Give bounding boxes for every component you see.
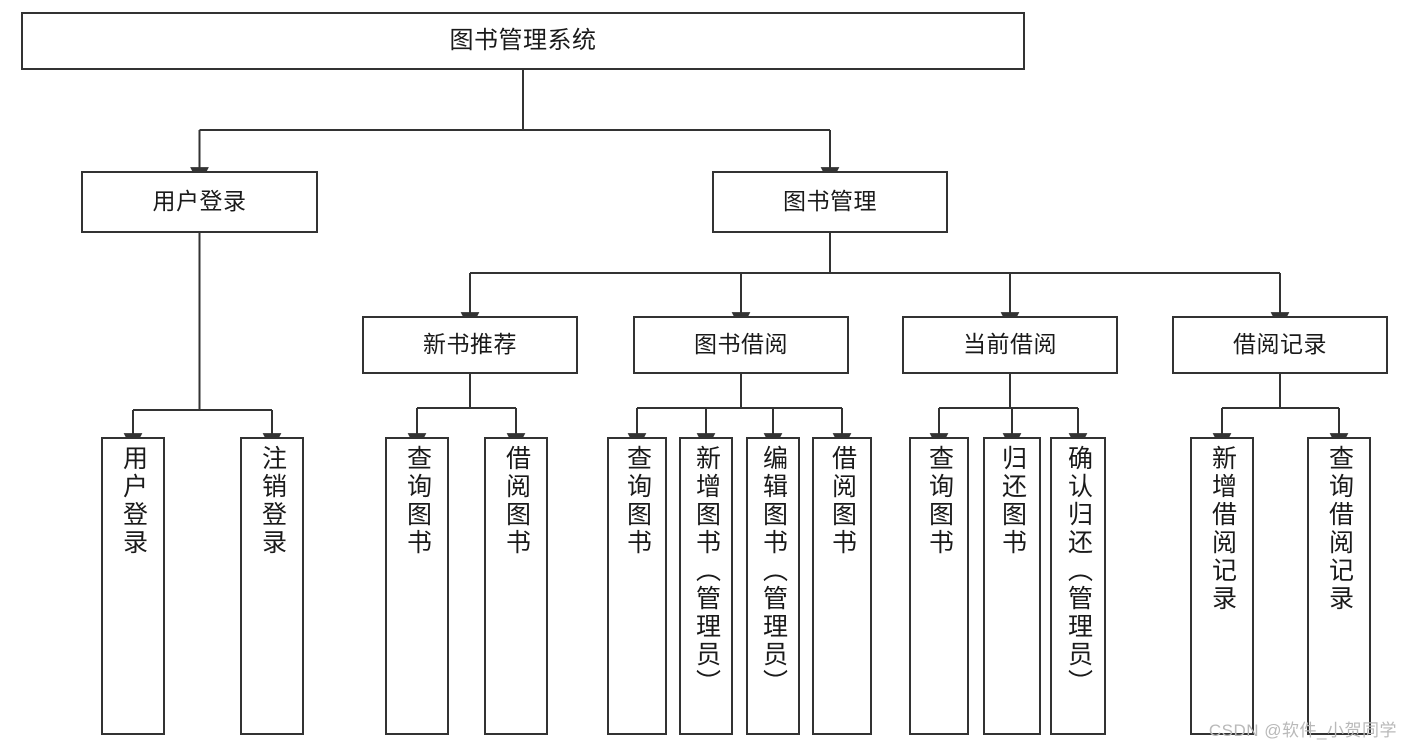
node-current-borrow[interactable]: 当前借阅 bbox=[902, 316, 1118, 374]
node-leaf-bb-query[interactable]: 查询图书 bbox=[607, 437, 667, 735]
node-root[interactable]: 图书管理系统 bbox=[21, 12, 1025, 70]
edges-group bbox=[123, 70, 1349, 452]
node-label: 查询图书 bbox=[925, 445, 954, 557]
node-label: 归还图书 bbox=[998, 445, 1027, 557]
node-borrow-record[interactable]: 借阅记录 bbox=[1172, 316, 1388, 374]
node-label: 图书借阅 bbox=[694, 331, 788, 358]
node-new-book-rec[interactable]: 新书推荐 bbox=[362, 316, 578, 374]
node-label: 查询借阅记录 bbox=[1325, 445, 1354, 613]
watermark-text: CSDN @软件_小贺同学 bbox=[1208, 721, 1397, 740]
node-label: 注销登录 bbox=[258, 445, 287, 557]
node-leaf-bb-borrow[interactable]: 借阅图书 bbox=[812, 437, 872, 735]
node-user-login[interactable]: 用户登录 bbox=[81, 171, 318, 233]
node-label: 查询图书 bbox=[403, 445, 432, 557]
node-label: 用户登录 bbox=[152, 188, 247, 215]
node-leaf-rec-query[interactable]: 查询图书 bbox=[385, 437, 449, 735]
node-book-borrow[interactable]: 图书借阅 bbox=[633, 316, 849, 374]
node-label: 新增借阅记录 bbox=[1208, 445, 1237, 613]
node-leaf-cb-return[interactable]: 归还图书 bbox=[983, 437, 1041, 735]
node-leaf-br-query[interactable]: 查询借阅记录 bbox=[1307, 437, 1371, 735]
node-label: 借阅图书 bbox=[502, 445, 531, 557]
node-label: 用户登录 bbox=[119, 445, 148, 557]
node-label: 查询图书 bbox=[623, 445, 652, 557]
node-label: 借阅图书 bbox=[828, 445, 857, 557]
node-label: 新增图书（管理员） bbox=[692, 445, 721, 697]
node-leaf-user-login[interactable]: 用户登录 bbox=[101, 437, 165, 735]
node-label: 编辑图书（管理员） bbox=[759, 445, 788, 697]
node-label: 图书管理系统 bbox=[449, 26, 597, 54]
node-label: 图书管理 bbox=[783, 188, 877, 215]
node-leaf-cb-query[interactable]: 查询图书 bbox=[909, 437, 969, 735]
node-leaf-cb-confirm[interactable]: 确认归还（管理员） bbox=[1050, 437, 1106, 735]
node-label: 当前借阅 bbox=[963, 331, 1057, 358]
node-label: 借阅记录 bbox=[1233, 331, 1327, 358]
node-label: 新书推荐 bbox=[423, 331, 517, 358]
node-book-manage[interactable]: 图书管理 bbox=[712, 171, 948, 233]
node-leaf-bb-add[interactable]: 新增图书（管理员） bbox=[679, 437, 733, 735]
node-leaf-user-logout[interactable]: 注销登录 bbox=[240, 437, 304, 735]
node-leaf-bb-edit[interactable]: 编辑图书（管理员） bbox=[746, 437, 800, 735]
node-label: 确认归还（管理员） bbox=[1064, 445, 1093, 697]
node-leaf-br-add[interactable]: 新增借阅记录 bbox=[1190, 437, 1254, 735]
node-leaf-rec-borrow[interactable]: 借阅图书 bbox=[484, 437, 548, 735]
